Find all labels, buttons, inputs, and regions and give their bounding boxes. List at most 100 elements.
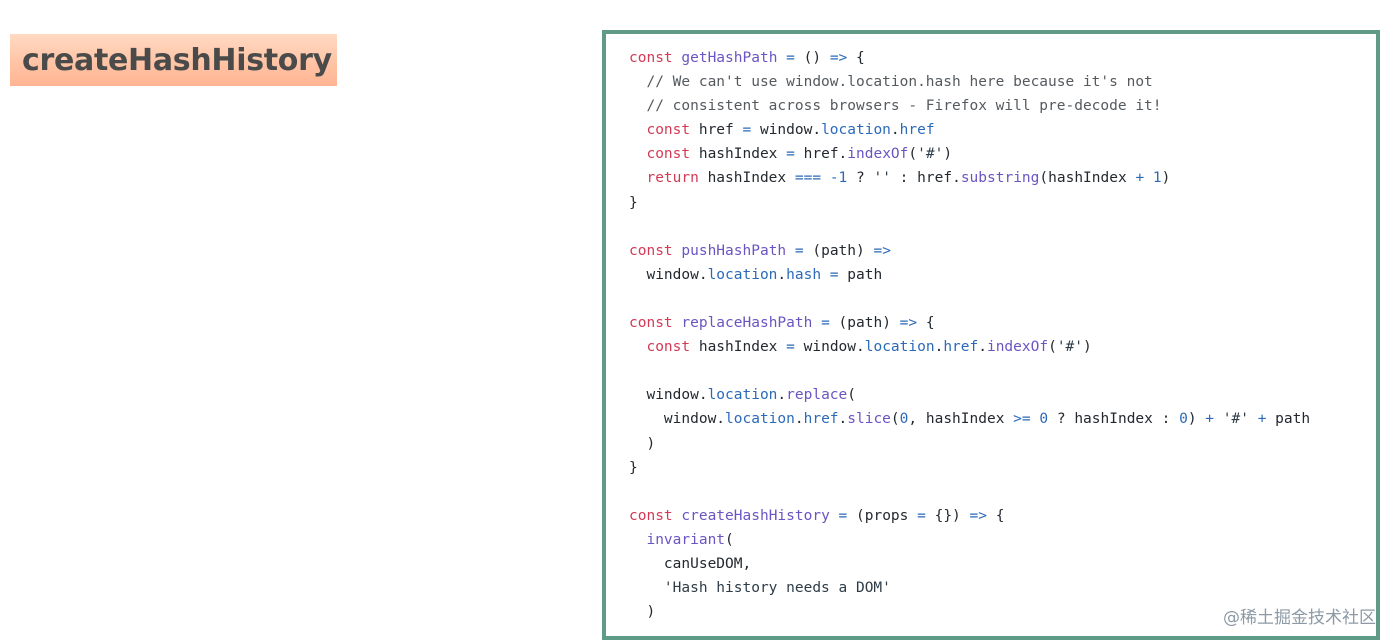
code-token: ) [629,435,656,452]
code-line: const replaceHashPath = (path) => { [629,311,1310,335]
code-token: hashIndex [698,339,787,356]
code-token: // We can't use window.location.hash her… [629,74,1153,91]
code-token: + [1205,411,1223,428]
code-token: ) [1083,339,1092,356]
code-token: href. [803,146,848,163]
code-token: hashIndex [925,411,1014,428]
code-token: => [969,507,987,524]
code-token: >= [1013,411,1040,428]
code-token: 1 [1152,170,1162,187]
code-token: = [786,339,804,356]
code-line: 'Hash history needs a DOM' [629,576,1310,600]
code-token: ( [856,507,865,524]
code-token: ) [856,242,874,259]
code-token: . [934,339,944,356]
code-line: return hashIndex === -1 ? '' : href.subs… [629,166,1310,190]
code-token: : [890,170,918,187]
watermark: @稀土掘金技术社区 [1223,608,1376,628]
code-token: ) [1187,411,1206,428]
code-token: hashIndex [707,170,795,187]
code-token: replace [786,387,848,404]
code-line [629,215,1310,239]
code-token: const [629,146,699,163]
code-token: ) [629,604,656,621]
code-token: path [1275,411,1311,428]
code-token: } [629,459,638,476]
code-token: invariant [629,531,726,548]
code-token: + [1135,170,1153,187]
code-token: ( [908,146,918,163]
code-token: window. [629,387,708,404]
code-token: href [943,339,979,356]
code-token: 0 [1179,411,1188,428]
code-token: : [1152,411,1180,428]
code-line [629,359,1310,383]
code-token: pushHashPath [681,242,787,259]
code-token: () [803,50,830,66]
code-token: = [829,507,856,524]
code-token: const [629,315,682,332]
code-line: invariant( [629,528,1310,552]
code-token: ( [838,315,848,332]
code-token: = [821,266,848,283]
code-token: const [629,339,699,356]
code-token: } [629,194,638,211]
code-token: 0 [1039,411,1049,428]
code-token: const [629,242,682,259]
code-token: . [978,339,987,356]
code-block: const getHashPath = () => { // We can't … [629,46,1310,624]
code-token: const [629,507,682,524]
code-token: location [725,411,795,428]
code-token: '#' [917,146,944,163]
code-token: '' [873,170,891,187]
code-token: = [777,50,804,66]
code-token: . [777,387,787,404]
code-token: , [908,411,926,428]
code-token: === [794,170,830,187]
code-token: '#' [1056,339,1084,356]
code-token: ) [882,315,900,332]
code-token: {}) [934,507,970,524]
code-line: const hashIndex = href.indexOf('#') [629,142,1310,166]
code-token: href [698,122,743,139]
code-token: 'Hash history needs a DOM' [629,580,891,597]
code-token: indexOf [847,146,909,163]
code-token: ( [1039,170,1049,187]
code-token: ( [890,411,900,428]
slide-title: createHashHistory [22,42,332,78]
code-line: window.location.replace( [629,383,1310,407]
code-token: replaceHashPath [681,315,813,332]
code-token: window. [629,266,708,283]
code-line: ) [629,432,1310,456]
code-token: props [864,507,918,524]
code-token: location [707,266,778,283]
code-token: href [803,411,839,428]
code-line [629,480,1310,504]
code-line: window.location.hash = path [629,263,1310,287]
code-line: const getHashPath = () => { [629,46,1310,70]
code-token: = [786,146,804,163]
code-line: // We can't use window.location.hash her… [629,70,1310,94]
code-token: getHashPath [681,50,778,66]
code-line [629,287,1310,311]
code-token: window. [629,411,726,428]
code-token: = [742,122,760,139]
code-token: // consistent across browsers - Firefox … [629,98,1162,115]
code-token: createHashHistory [681,507,830,524]
code-token: '#' [1222,411,1249,428]
code-token: hashIndex [1048,170,1136,187]
code-token: ? [847,170,874,187]
code-line: const hashIndex = window.location.href.i… [629,335,1310,359]
code-token: path [821,242,857,259]
code-line: // consistent across browsers - Firefox … [629,94,1310,118]
code-token: slice [847,411,891,428]
code-token: => [873,242,891,259]
code-token: location [864,339,935,356]
code-line: } [629,191,1310,215]
code-token: => [829,50,848,66]
code-token: { [986,507,1005,524]
code-token: -1 [829,170,848,187]
code-token: hash [786,266,822,283]
code-token: window. [759,122,822,139]
code-token: window. [803,339,865,356]
